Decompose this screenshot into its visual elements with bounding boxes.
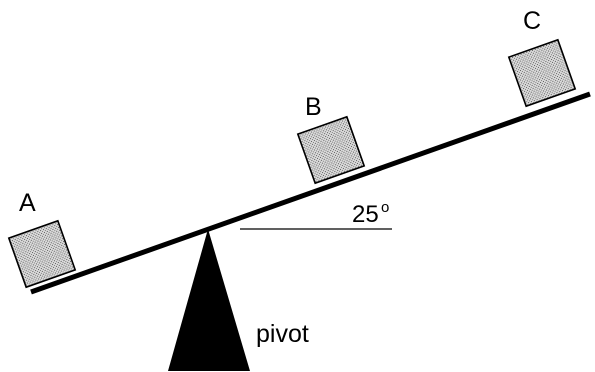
- box-c-label: C: [523, 7, 541, 35]
- angle-label: 25: [352, 201, 379, 228]
- box-a: [7, 219, 77, 289]
- box-b-label: B: [305, 93, 322, 121]
- box-a-label: A: [19, 189, 36, 217]
- pivot-label: pivot: [256, 320, 309, 348]
- angle-degree-mark: o: [381, 199, 389, 216]
- box-c: [507, 38, 577, 108]
- pivot-triangle: [168, 229, 250, 371]
- box-b: [296, 115, 366, 185]
- seesaw-plank: [30, 91, 591, 295]
